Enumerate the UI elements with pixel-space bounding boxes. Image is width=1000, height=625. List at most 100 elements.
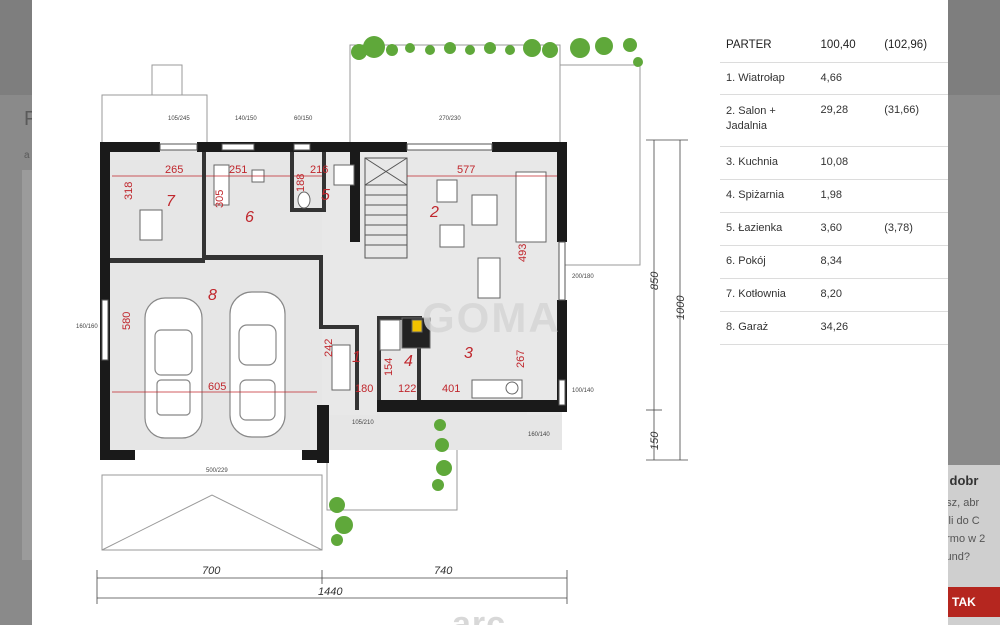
interior-dimensions: 265 318 251 305 216 188 577 493 580 605 …	[121, 164, 529, 395]
win-105-210: 105/210	[352, 420, 374, 426]
notice-title: n dobr	[938, 473, 979, 488]
armchair	[471, 194, 498, 226]
terrace-outline	[349, 44, 561, 146]
dim-180: 180	[355, 383, 373, 395]
pantry-shelf	[379, 319, 401, 351]
notice-line: armo w 2	[940, 533, 986, 545]
dim-265: 265	[165, 164, 183, 176]
dim-580: 580	[121, 312, 133, 330]
dim-401: 401	[442, 383, 460, 395]
room-number-2: 2	[429, 204, 439, 221]
room-number-3: 3	[464, 345, 473, 362]
table-row: 1. Wiatrołap 4,66	[720, 62, 948, 95]
sink	[505, 381, 519, 395]
table-row: 2. Salon + Jadalnia 29,28 (31,66)	[720, 94, 948, 147]
room-area: 8,34	[816, 245, 881, 279]
dim-242: 242	[323, 339, 335, 357]
room-number-4: 4	[404, 353, 413, 370]
floor-plan-drawing: 1 2 3 4 5 6 7 8 265 318 251 305 216 188 …	[76, 36, 688, 604]
floor-plan-modal: 1 2 3 4 5 6 7 8 265 318 251 305 216 188 …	[32, 0, 948, 625]
table-row: 6. Pokój 8,34	[720, 245, 948, 279]
room-area-alt: (3,78)	[880, 212, 948, 246]
furniture	[139, 164, 547, 399]
table-row: 5. Łazienka 3,60 (3,78)	[720, 212, 948, 246]
win-160-160: 160/160	[76, 324, 98, 330]
win-160-140: 160/140	[528, 432, 550, 438]
table-header-area: 100,40	[816, 30, 881, 63]
room-area-alt	[880, 278, 948, 312]
room-name: 6. Pokój	[720, 245, 817, 279]
room-name: 4. Spiżarnia	[720, 179, 817, 213]
dim-150: 150	[649, 431, 661, 450]
driveway-roof-line	[101, 494, 323, 551]
notice-line: esz, abr	[940, 497, 980, 509]
room-area-table: PARTER 100,40 (102,96) 1. Wiatrołap 4,66…	[720, 30, 948, 345]
armchair-2	[436, 179, 458, 203]
boiler	[139, 209, 163, 241]
room-area-alt: (31,66)	[880, 94, 948, 147]
room-area: 8,20	[816, 278, 881, 312]
dim-577: 577	[457, 164, 475, 176]
dim-154: 154	[383, 358, 395, 376]
dim-850: 850	[649, 271, 661, 290]
dim-216: 216	[310, 164, 328, 176]
win-100-140: 100/140	[572, 388, 594, 394]
dim-267: 267	[515, 350, 527, 368]
room-name: 1. Wiatrołap	[720, 62, 817, 95]
table-row: 4. Spiżarnia 1,98	[720, 179, 948, 213]
dim-1000: 1000	[675, 295, 687, 320]
table-header-alt: (102,96)	[880, 30, 948, 63]
fireplace	[401, 317, 431, 349]
room-area-alt	[880, 311, 948, 345]
room-area: 3,60	[816, 212, 881, 246]
plants	[329, 36, 643, 546]
staircase	[364, 157, 408, 259]
dim-188: 188	[295, 174, 307, 192]
win-60-150: 60/150	[294, 116, 313, 122]
window-labels: 105/245 140/150 60/150 270/230 200/180 1…	[76, 116, 594, 474]
dimmed-breadcrumb: a	[24, 150, 30, 161]
inner-walls	[110, 152, 422, 410]
room-number-6: 6	[245, 209, 254, 226]
room-name: 3. Kuchnia	[720, 146, 817, 180]
dim-493: 493	[517, 244, 529, 262]
room-name: 2. Salon + Jadalnia	[720, 94, 817, 147]
chimney-outline	[151, 64, 183, 96]
room-number-7: 7	[166, 193, 176, 210]
dimmed-thumbnail-strip	[22, 170, 32, 560]
brand-watermark: arc	[452, 605, 507, 625]
room-numbers: 1 2 3 4 5 6 7 8	[166, 187, 473, 370]
win-200-180: 200/180	[572, 274, 594, 280]
wardrobe	[331, 344, 351, 391]
room-name: 8. Garaż	[720, 311, 817, 345]
dim-318: 318	[123, 182, 135, 200]
overall-dimension-lines	[96, 139, 688, 604]
room-area-alt	[880, 62, 948, 95]
windows	[101, 143, 566, 406]
room-area: 34,26	[816, 311, 881, 345]
room-area-alt	[880, 146, 948, 180]
room-area: 29,28	[816, 94, 881, 147]
canopy-outline	[101, 94, 208, 146]
room-number-1: 1	[352, 349, 361, 366]
fire	[411, 319, 423, 333]
dim-1440: 1440	[318, 586, 343, 598]
driveway-outline	[101, 474, 323, 551]
win-270-230: 270/230	[439, 116, 461, 122]
dining-table	[477, 257, 501, 299]
win-140-150: 140/150	[235, 116, 257, 122]
room-name: 5. Łazienka	[720, 212, 817, 246]
dim-305: 305	[214, 190, 226, 208]
table-row: 8. Garaż 34,26	[720, 311, 948, 345]
win-500-229: 500/229	[206, 468, 228, 474]
dim-251: 251	[229, 164, 247, 176]
terrace-side-outline	[559, 64, 641, 266]
room-area-alt	[880, 179, 948, 213]
room-name: 7. Kotłownia	[720, 278, 817, 312]
room-number-8: 8	[208, 287, 217, 304]
goma-watermark: GOMA	[422, 294, 561, 341]
notice-line: nili do C	[940, 515, 980, 527]
room-number-5: 5	[321, 187, 330, 204]
table-row: 7. Kotłownia 8,20	[720, 278, 948, 312]
sofa	[515, 171, 547, 243]
